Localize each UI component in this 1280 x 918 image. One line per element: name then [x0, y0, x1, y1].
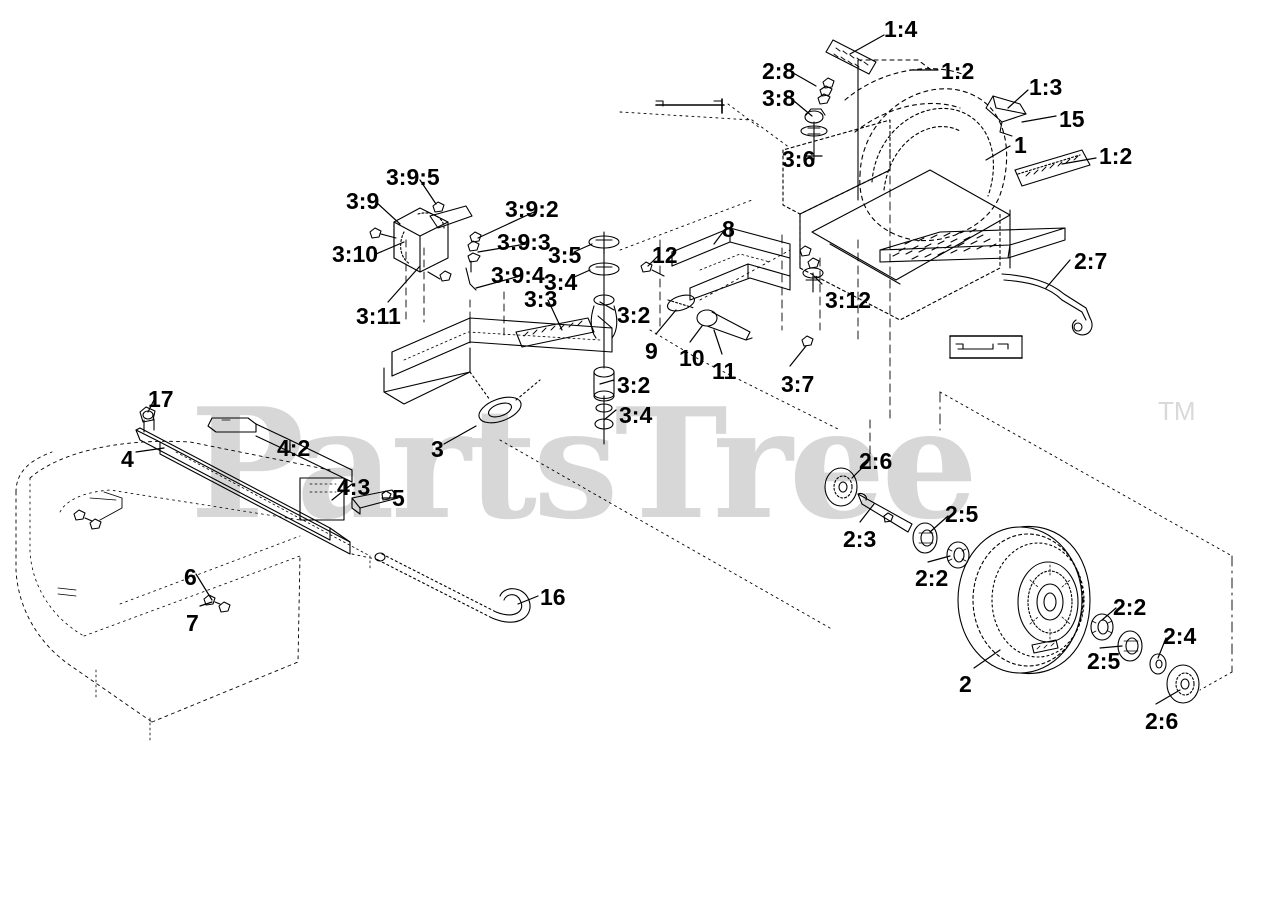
callout-2-8[interactable]: 2:8: [762, 58, 796, 84]
callout-1-2[interactable]: 1:2: [1099, 143, 1133, 169]
callout-5[interactable]: 5: [392, 485, 405, 511]
engine-body-group: [781, 39, 1091, 421]
callout-1-4[interactable]: 1:4: [884, 16, 918, 42]
callout-3-3[interactable]: 3:3: [524, 286, 558, 312]
construction-lines: [351, 103, 1233, 691]
callout-3-9-5[interactable]: 3:9:5: [386, 164, 440, 190]
deck-frame-group: [15, 406, 531, 741]
callout-11[interactable]: 11: [712, 358, 737, 384]
callout-3-4[interactable]: 3:4: [544, 269, 578, 295]
callout-3-9-2[interactable]: 3:9:2: [505, 196, 559, 222]
callout-9[interactable]: 9: [645, 338, 658, 364]
callout-8[interactable]: 8: [722, 216, 735, 242]
callout-6[interactable]: 6: [184, 564, 197, 590]
callout-4[interactable]: 4: [121, 446, 134, 472]
callout-3-9-3[interactable]: 3:9:3: [497, 229, 551, 255]
callout-3-4[interactable]: 3:4: [619, 402, 653, 428]
callout-16[interactable]: 16: [540, 584, 566, 610]
callout-4-2[interactable]: 4:2: [277, 435, 311, 461]
caster-fork-group: [369, 201, 620, 445]
callout-3-11[interactable]: 3:11: [356, 303, 401, 329]
callout-4-3[interactable]: 4:3: [337, 474, 371, 500]
callout-2-3[interactable]: 2:3: [843, 526, 877, 552]
callout-2-5[interactable]: 2:5: [945, 501, 979, 527]
bolt-stack-upper: [800, 77, 835, 161]
callout-3-12[interactable]: 3:12: [825, 287, 872, 313]
callout-3-6[interactable]: 3:6: [782, 146, 816, 172]
callout-2-4[interactable]: 2:4: [1163, 623, 1197, 649]
callout-1[interactable]: 1: [1014, 132, 1027, 158]
leader-lines: [135, 34, 1181, 705]
detail-boxes: [655, 98, 1023, 359]
callout-17[interactable]: 17: [148, 386, 174, 412]
callout-3[interactable]: 3: [431, 436, 444, 462]
callout-3-5[interactable]: 3:5: [548, 242, 582, 268]
callout-2-6[interactable]: 2:6: [1145, 708, 1179, 734]
wheel-assembly-group: [824, 273, 1200, 704]
callout-3-2[interactable]: 3:2: [617, 372, 651, 398]
callout-1-3[interactable]: 1:3: [1029, 74, 1063, 100]
callout-2-2[interactable]: 2:2: [1113, 594, 1147, 620]
callout-10[interactable]: 10: [679, 345, 705, 371]
callout-3-8[interactable]: 3:8: [762, 85, 796, 111]
callout-2-5[interactable]: 2:5: [1087, 648, 1121, 674]
callout-7[interactable]: 7: [186, 610, 199, 636]
callout-2-7[interactable]: 2:7: [1074, 248, 1108, 274]
center-hardware-group: [640, 227, 824, 347]
callout-3-10[interactable]: 3:10: [332, 241, 379, 267]
callout-3-2[interactable]: 3:2: [617, 302, 651, 328]
callout-3-9-4[interactable]: 3:9:4: [491, 262, 545, 288]
callout-1-2[interactable]: 1:2: [941, 58, 975, 84]
callout-15[interactable]: 15: [1059, 106, 1085, 132]
callout-2-6[interactable]: 2:6: [859, 448, 893, 474]
callout-3-7[interactable]: 3:7: [781, 371, 815, 397]
callout-2-2[interactable]: 2:2: [915, 565, 949, 591]
callout-2[interactable]: 2: [959, 671, 972, 697]
callout-12[interactable]: 12: [652, 242, 678, 268]
callout-3-9[interactable]: 3:9: [346, 188, 380, 214]
